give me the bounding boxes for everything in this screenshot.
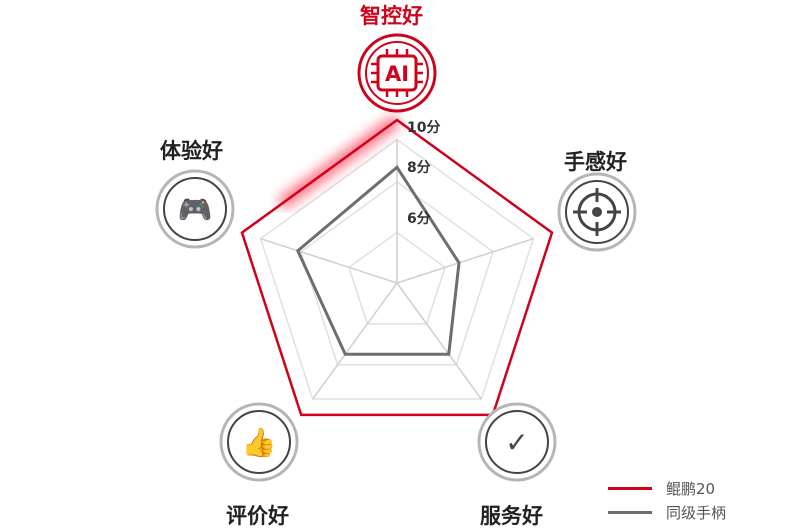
grid-spoke	[260, 237, 398, 284]
axis-label-review: 评价好	[226, 504, 289, 528]
legend-item-kunpeng: 鲲鹏20	[608, 476, 726, 500]
legend-swatch	[608, 486, 652, 490]
series-1	[295, 165, 461, 356]
grid-spoke	[312, 282, 398, 400]
grid-spoke	[396, 282, 482, 400]
gamepad-icon	[163, 177, 227, 241]
axis-label-feel: 手感好	[564, 150, 627, 174]
legend-item-peer: 同级手柄	[608, 500, 726, 524]
tick-label: 8分	[407, 160, 431, 176]
axis-label-experience: 体验好	[160, 139, 223, 163]
legend-label: 鲲鹏20	[666, 479, 716, 498]
ai-text: AI	[385, 62, 409, 86]
grid-ring	[259, 138, 535, 400]
tick-label: 6分	[407, 211, 431, 227]
axis-label-control: 智控好	[360, 4, 423, 28]
award-badge-icon-glyph: ✓	[505, 426, 528, 459]
award-badge-icon	[485, 410, 549, 474]
thumbs-up-stars-icon-glyph: 👍	[242, 426, 277, 459]
legend-swatch	[608, 510, 652, 514]
crosshair-dot	[592, 207, 602, 217]
grid-ring	[348, 231, 446, 325]
gamepad-icon-glyph: 🎮	[178, 193, 213, 226]
legend-label: 同级手柄	[666, 503, 727, 522]
tick-label: 10分	[407, 120, 440, 136]
axis-label-service: 服务好	[480, 504, 543, 528]
series-0	[240, 118, 554, 417]
legend: 鲲鹏20 同级手柄	[608, 476, 726, 524]
thumbs-up-stars-icon	[227, 410, 291, 474]
grid-ring	[300, 181, 494, 366]
grid-spoke	[396, 237, 534, 284]
